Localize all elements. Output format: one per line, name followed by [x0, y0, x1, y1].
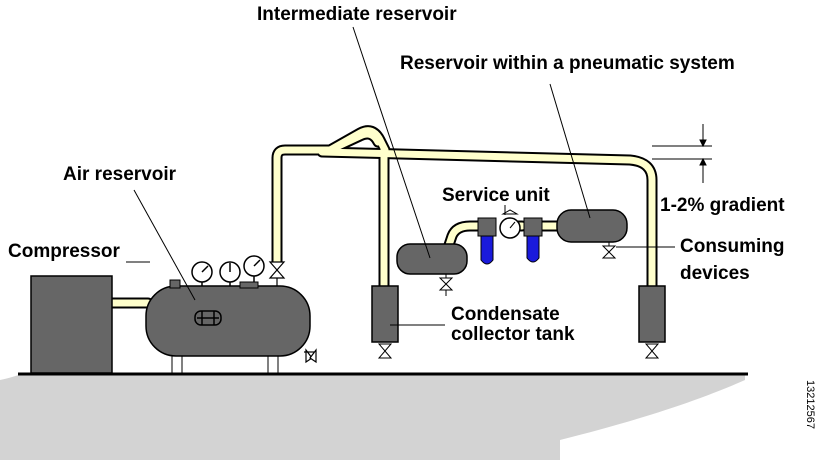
air-reservoir-tank [145, 279, 311, 374]
label-compressor: Compressor [8, 241, 120, 262]
shutoff-valve [268, 261, 286, 286]
label-intermediate-reservoir: Intermediate reservoir [257, 4, 457, 25]
label-air-reservoir: Air reservoir [63, 164, 177, 185]
ground [0, 372, 748, 460]
pneumatic-reservoir-tank [556, 209, 628, 259]
drain-valve-air-reservoir [304, 348, 317, 364]
leader-lines [126, 26, 675, 326]
pipe-network [106, 125, 658, 309]
figure-id: 13212567 [804, 380, 816, 429]
label-service-unit: Service unit [442, 185, 550, 206]
pressure-gauges [191, 255, 265, 286]
intermediate-reservoir-tank [396, 243, 468, 296]
label-devices: devices [680, 263, 750, 284]
label-gradient: 1-2% gradient [660, 195, 785, 216]
gradient-dimension [652, 124, 712, 183]
label-reservoir-pneumatic-system: Reservoir within a pneumatic system [400, 53, 735, 74]
label-collector-tank: collector tank [451, 324, 575, 345]
label-consuming: Consuming [680, 236, 785, 257]
service-unit [477, 209, 543, 265]
compressor-unit [30, 275, 113, 374]
label-condensate: Condensate [451, 304, 560, 325]
condensate-collector-tank-left [371, 285, 399, 359]
condensate-collector-tank-right [638, 285, 666, 359]
